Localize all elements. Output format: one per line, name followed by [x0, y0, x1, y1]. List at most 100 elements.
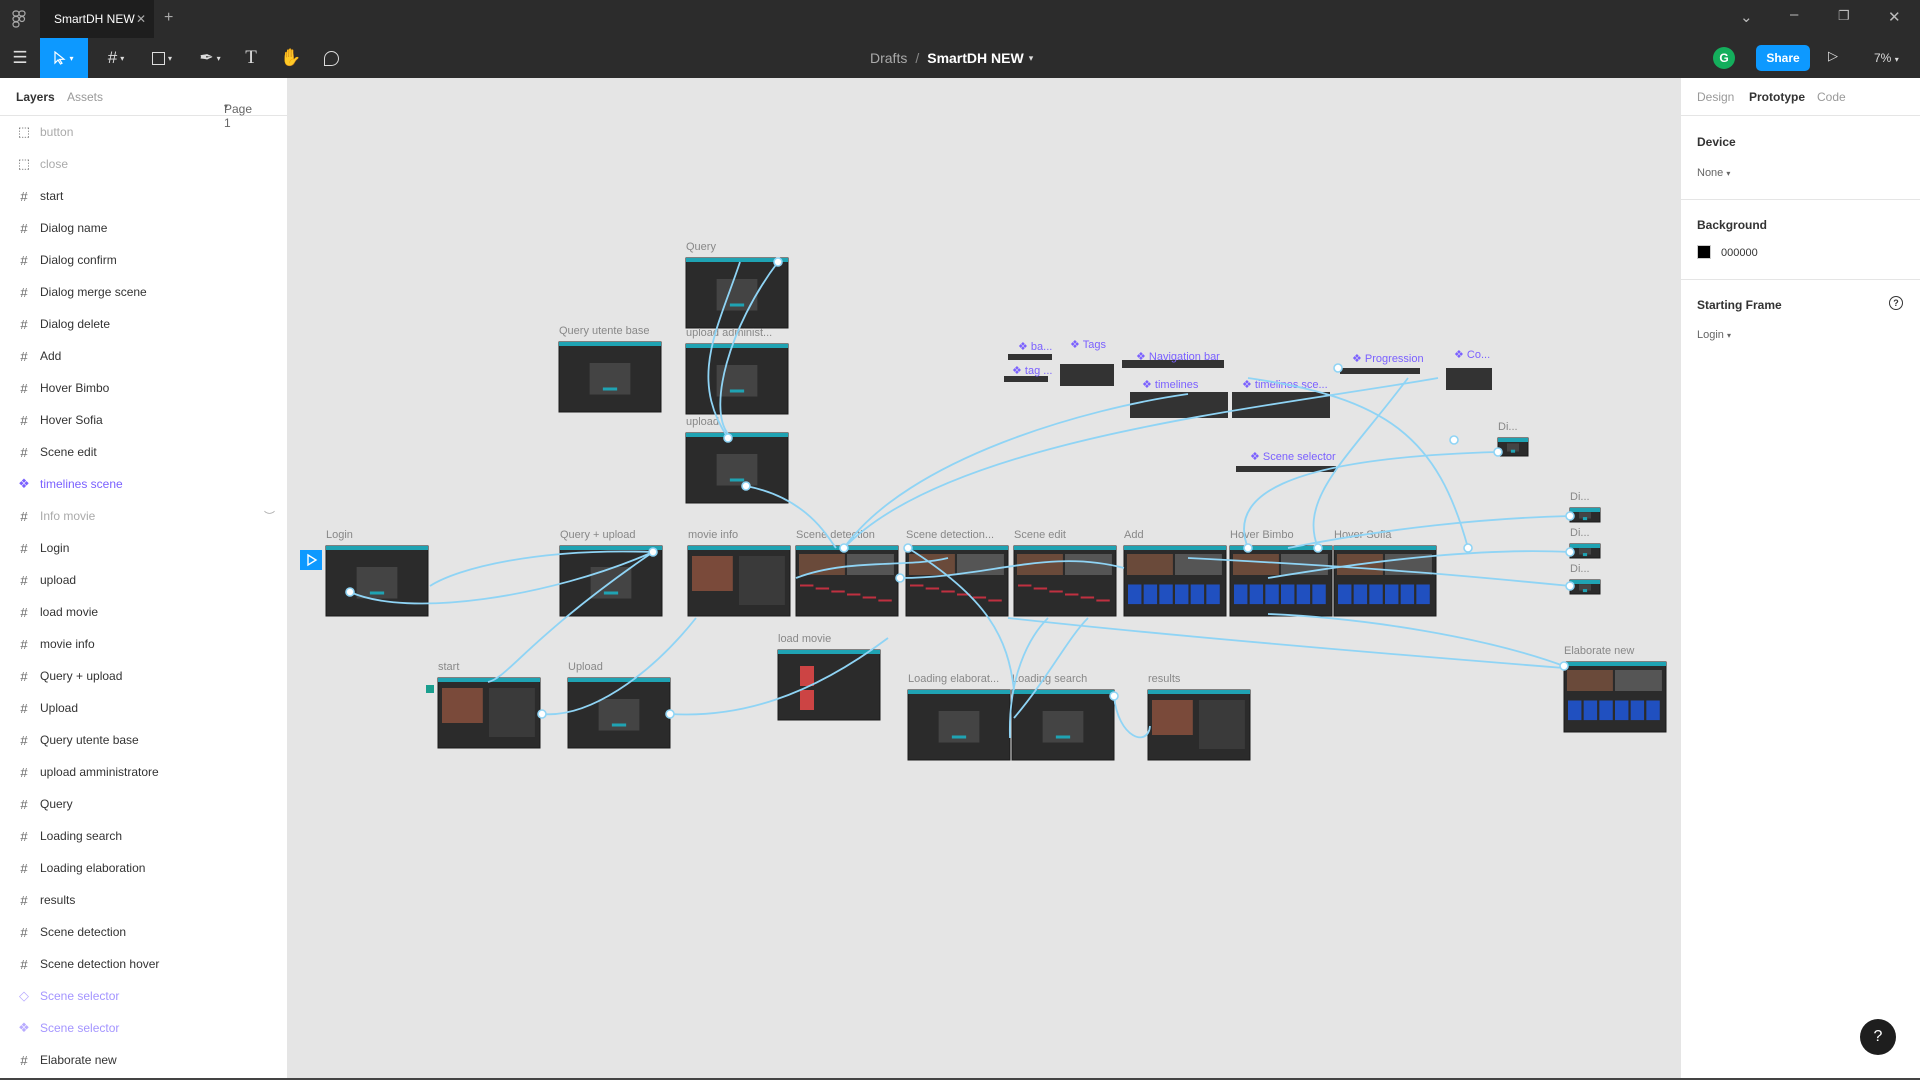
help-icon[interactable]: ? [1889, 296, 1903, 310]
prototype-connection[interactable] [1287, 515, 1571, 549]
main-menu-icon[interactable]: ☰ [12, 48, 28, 67]
prototype-connection[interactable] [795, 557, 949, 579]
layer-item[interactable]: ❖timelines scene [0, 468, 287, 500]
prototype-connection[interactable] [1267, 550, 1571, 579]
canvas-frame[interactable] [325, 545, 429, 617]
move-tool-button[interactable]: ▾ [40, 38, 88, 78]
layer-item[interactable]: ❖Scene selector [0, 1012, 287, 1044]
connection-node[interactable] [839, 543, 849, 553]
share-button[interactable]: Share [1756, 45, 1810, 71]
new-tab-icon[interactable]: + [164, 9, 174, 26]
background-swatch[interactable] [1697, 245, 1711, 259]
layer-item[interactable]: #movie info [0, 628, 287, 660]
canvas-component[interactable]: ❖ timelines [1130, 379, 1228, 418]
prototype-connection[interactable] [1247, 377, 1469, 549]
prototype-connection[interactable] [843, 377, 1439, 549]
frame-label[interactable]: Query utente base [559, 325, 650, 337]
prototype-connection[interactable] [707, 261, 741, 439]
frame-label[interactable]: Loading elaborat... [908, 673, 999, 685]
prototype-connection[interactable] [669, 637, 889, 716]
layer-item[interactable]: #Dialog confirm [0, 244, 287, 276]
connection-node[interactable] [1333, 363, 1343, 373]
layer-item[interactable]: #Scene detection [0, 916, 287, 948]
background-value[interactable]: 000000 [1721, 247, 1758, 259]
frame-label[interactable]: Login [326, 529, 353, 541]
layer-item[interactable]: #Query [0, 788, 287, 820]
layer-item[interactable]: #Query + upload [0, 660, 287, 692]
canvas-frame[interactable] [1147, 689, 1251, 761]
prototype-connection[interactable] [1267, 613, 1565, 667]
component-label[interactable]: ❖ Tags [1070, 339, 1106, 351]
tab-prototype[interactable]: Prototype [1749, 90, 1806, 104]
canvas-component[interactable]: ❖ Navigation bar [1122, 351, 1224, 368]
restore-icon[interactable]: ❐ [1838, 8, 1850, 23]
prototype-connection[interactable] [1187, 557, 1571, 587]
prototype-connection[interactable] [487, 551, 654, 683]
prototype-connection[interactable] [1009, 617, 1049, 739]
connection-node[interactable] [1559, 661, 1569, 671]
frame-label[interactable]: Upload [568, 661, 603, 673]
canvas-frame[interactable] [685, 343, 789, 415]
zoom-level[interactable]: 7% ▾ [1874, 51, 1899, 65]
frame-label[interactable]: start [438, 661, 459, 673]
layer-item[interactable]: #results [0, 884, 287, 916]
connection-node[interactable] [1449, 435, 1459, 445]
connection-node[interactable] [1313, 543, 1323, 553]
tab-code[interactable]: Code [1817, 90, 1846, 104]
layer-item[interactable]: #start [0, 180, 287, 212]
prototype-connection[interactable] [719, 261, 779, 435]
frame-label[interactable]: Scene detection... [906, 529, 994, 541]
layer-item[interactable]: #Dialog delete [0, 308, 287, 340]
connection-node[interactable] [1565, 581, 1575, 591]
canvas-frame[interactable] [1563, 661, 1667, 733]
canvas-frame[interactable] [1497, 437, 1529, 457]
device-select[interactable]: None ▾ [1697, 167, 1731, 179]
canvas-frame[interactable] [1229, 545, 1333, 617]
layer-item[interactable]: #Query utente base [0, 724, 287, 756]
canvas-component[interactable]: ❖ Scene selector [1236, 451, 1336, 472]
canvas-component[interactable]: ❖ Tags [1060, 339, 1114, 386]
frame-label[interactable]: movie info [688, 529, 738, 541]
prototype-connections[interactable] [345, 257, 1575, 739]
component-label[interactable]: ❖ Scene selector [1250, 451, 1336, 463]
layer-item[interactable]: #upload [0, 564, 287, 596]
starting-frame-select[interactable]: Login ▾ [1697, 329, 1731, 341]
connection-node[interactable] [345, 587, 355, 597]
tab-assets[interactable]: Assets [67, 90, 104, 104]
canvas-frame[interactable] [795, 545, 899, 617]
hand-tool-button[interactable]: ✋ [278, 38, 304, 78]
prototype-connection[interactable] [349, 551, 654, 605]
figma-logo-icon[interactable] [10, 10, 28, 28]
canvas-component[interactable]: ❖ timelines sce... [1232, 379, 1330, 418]
component-label[interactable]: ❖ Co... [1454, 349, 1490, 361]
frame-tool-button[interactable]: #▾ [107, 48, 125, 67]
connection-node[interactable] [1493, 447, 1503, 457]
layer-item[interactable]: #Login [0, 532, 287, 564]
layer-item[interactable]: #Dialog name [0, 212, 287, 244]
prototype-connection[interactable] [899, 560, 1125, 579]
component-label[interactable]: ❖ tag ... [1012, 365, 1052, 377]
tab-layers[interactable]: Layers [16, 90, 55, 104]
connection-node[interactable] [741, 481, 751, 491]
frame-label[interactable]: Add [1124, 529, 1144, 541]
layer-item[interactable]: #Hover Sofia [0, 404, 287, 436]
frame-label[interactable]: upload [686, 416, 719, 428]
connection-node[interactable] [1565, 511, 1575, 521]
frame-label[interactable]: Di... [1498, 421, 1518, 433]
starting-frame-flag[interactable] [300, 550, 322, 570]
connection-node[interactable] [1109, 691, 1119, 701]
connection-node[interactable] [723, 433, 733, 443]
connection-node[interactable] [773, 257, 783, 267]
frame-label[interactable]: Loading search [1012, 673, 1087, 685]
frame-label[interactable]: load movie [778, 633, 831, 645]
hidden-eye-icon[interactable]: ︶ [264, 511, 275, 523]
canvas-frame[interactable] [687, 545, 791, 617]
canvas-frame[interactable] [907, 689, 1011, 761]
canvas-frame[interactable] [1013, 545, 1117, 617]
frame-label[interactable]: Hover Bimbo [1230, 529, 1294, 541]
frame-label[interactable]: Di... [1570, 491, 1590, 503]
pen-tool-button[interactable]: ✒▾ [199, 48, 221, 67]
connection-node[interactable] [1243, 543, 1253, 553]
